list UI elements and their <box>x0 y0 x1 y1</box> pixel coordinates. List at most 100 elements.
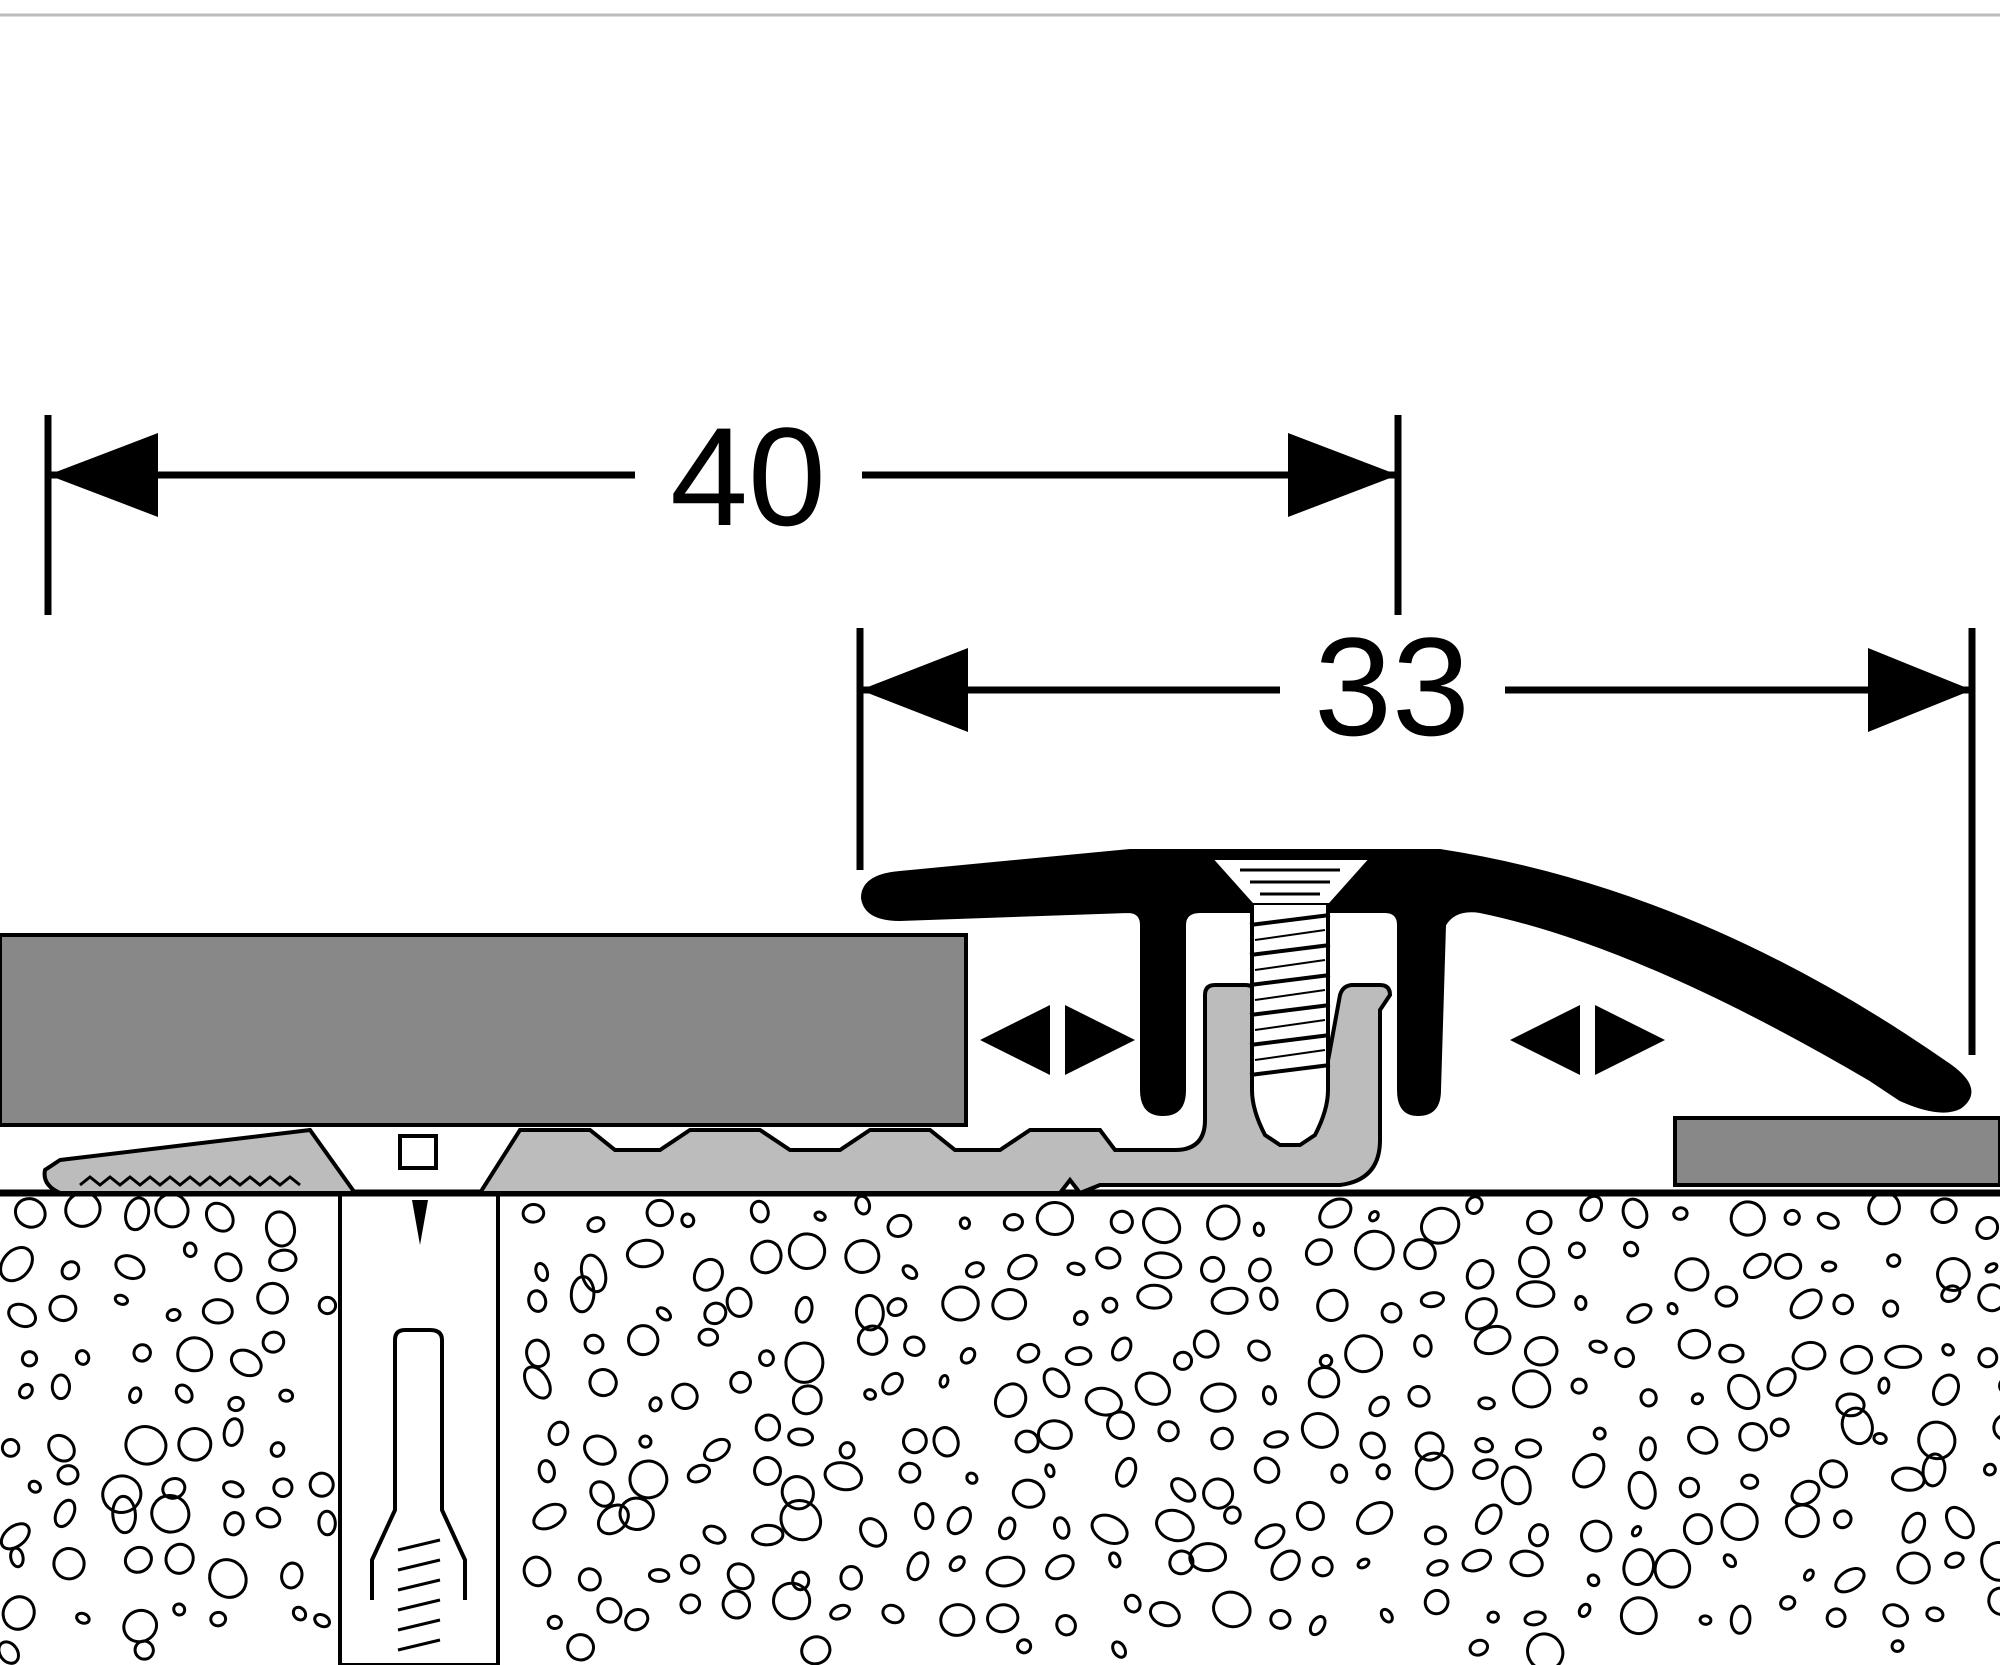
aggregate-pebble <box>1044 1463 1056 1479</box>
aggregate-pebble <box>844 1239 881 1274</box>
aggregate-pebble <box>787 1232 827 1271</box>
aggregate-pebble <box>1035 1200 1075 1237</box>
aggregate-pebble <box>0 1438 21 1458</box>
aggregate-pebble <box>1944 1505 1975 1540</box>
aggregate-pebble <box>1192 1329 1220 1359</box>
aggregate-pebble <box>1414 1431 1445 1462</box>
aggregate-pebble <box>1791 1340 1827 1371</box>
aggregate-pebble <box>1941 1343 1955 1357</box>
aggregate-pebble <box>749 1199 770 1224</box>
aggregate-pebble <box>648 1396 663 1413</box>
aggregate-pebble <box>1718 1343 1745 1364</box>
aggregate-pebble <box>132 1343 152 1363</box>
aggregate-pebble <box>1095 1246 1122 1270</box>
aggregate-pebble <box>1514 1438 1543 1459</box>
aggregate-pebble <box>638 1434 653 1449</box>
right-floor-covering <box>1673 1116 2000 1187</box>
aggregate-pebble <box>20 1350 39 1368</box>
aggregate-pebble <box>521 1202 546 1224</box>
aggregate-pebble <box>0 1522 31 1551</box>
aggregate-pebble <box>1344 1334 1384 1374</box>
aggregate-pebble <box>856 1324 889 1356</box>
aggregate-pebble <box>1111 1640 1128 1659</box>
aggregate-pebble <box>671 1382 699 1411</box>
aggregate-pebble <box>1474 1437 1494 1454</box>
aggregate-pebble <box>1639 1388 1658 1408</box>
aggregate-pebble <box>692 1257 724 1292</box>
aggregate-pebble <box>278 1388 295 1403</box>
aggregate-pebble <box>1944 1551 1965 1569</box>
aggregate-pebble <box>1579 1194 1604 1223</box>
aggregate-pebble <box>903 1335 926 1357</box>
aggregate-pebble <box>627 1324 660 1357</box>
aggregate-pebble <box>886 1297 908 1318</box>
aggregate-pebble <box>932 1426 960 1458</box>
aggregate-pebble <box>779 1498 823 1542</box>
aggregate-pebble <box>596 1503 630 1536</box>
aggregate-pebble <box>1206 1204 1241 1241</box>
aggregate-pebble <box>522 1555 552 1588</box>
aggregate-pebble <box>754 1413 782 1442</box>
aggregate-pebble <box>1308 1615 1327 1637</box>
aggregate-pebble <box>1123 1593 1142 1614</box>
aggregate-pebble <box>702 1524 727 1545</box>
countersunk-screw <box>1205 856 1377 1147</box>
aggregate-pebble <box>772 1581 812 1621</box>
aggregate-pebble <box>1419 1291 1446 1309</box>
aggregate-pebble <box>1627 1470 1657 1510</box>
aggregate-pebble <box>939 1603 976 1637</box>
aggregate-pebble <box>1157 1420 1180 1443</box>
aggregate-pebble <box>1270 1549 1301 1581</box>
aggregate-pebble <box>780 1475 815 1511</box>
expansion-arrow-left <box>980 1005 1135 1075</box>
aggregate-pebble <box>1592 1426 1607 1441</box>
aggregate-pebble <box>308 1471 335 1498</box>
aggregate-pebble <box>854 1294 885 1332</box>
aggregate-pebble <box>1210 1426 1234 1451</box>
aggregate-pebble <box>1200 1382 1237 1413</box>
aggregate-pebble <box>1882 1299 1900 1318</box>
aggregate-pebble <box>1473 1324 1512 1356</box>
aggregate-pebble <box>863 1388 878 1401</box>
aggregate-pebble <box>1465 1195 1484 1215</box>
aggregate-pebble <box>1316 1288 1349 1322</box>
aggregate-pebble <box>1586 1573 1601 1588</box>
aggregate-pebble <box>1052 1516 1071 1540</box>
aggregate-pebble <box>0 1640 20 1665</box>
aggregate-pebble <box>1101 1296 1119 1314</box>
aggregate-pebble <box>1572 1452 1606 1489</box>
aggregate-pebble <box>56 1464 80 1486</box>
aggregate-pebble <box>1882 1603 1910 1628</box>
aggregate-pebble <box>958 1216 972 1230</box>
aggregate-pebble <box>1834 1567 1866 1594</box>
aggregate-pebble <box>1975 1215 2000 1241</box>
aggregate-pebble <box>1252 1221 1265 1237</box>
aggregate-pebble <box>174 1383 194 1404</box>
aggregate-pebble <box>583 1333 605 1355</box>
aggregate-pebble <box>794 1295 814 1324</box>
aggregate-pebble <box>686 1463 712 1484</box>
aggregate-pebble <box>1111 1336 1133 1362</box>
aggregate-pebble <box>255 1506 282 1529</box>
aggregate-pebble <box>527 1289 548 1313</box>
aggregate-pebble <box>1672 1206 1689 1221</box>
aggregate-pebble <box>1354 1229 1395 1271</box>
aggregate-pebble <box>784 1341 825 1384</box>
aggregate-pebble <box>1783 1208 1801 1226</box>
aggregate-pebble <box>264 1210 297 1248</box>
aggregate-pebble <box>1523 1610 1547 1627</box>
aggregate-pebble <box>525 1338 550 1369</box>
aggregate-pebble <box>1486 1610 1500 1624</box>
aggregate-pebble <box>164 1542 195 1575</box>
aggregate-pebble <box>208 1558 248 1599</box>
aggregate-pebble <box>838 1441 856 1460</box>
aggregate-pebble <box>280 1561 304 1590</box>
aggregate-pebble <box>1136 1283 1173 1310</box>
aggregate-pebble <box>1419 1206 1461 1245</box>
aggregate-pebble <box>172 1602 187 1617</box>
aggregate-pebble <box>965 1471 979 1485</box>
aggregate-pebble <box>1084 1386 1123 1417</box>
aggregate-pebble <box>1474 1503 1503 1535</box>
aggregate-pebble <box>201 1298 234 1325</box>
aggregate-pebble <box>1872 1432 1888 1445</box>
